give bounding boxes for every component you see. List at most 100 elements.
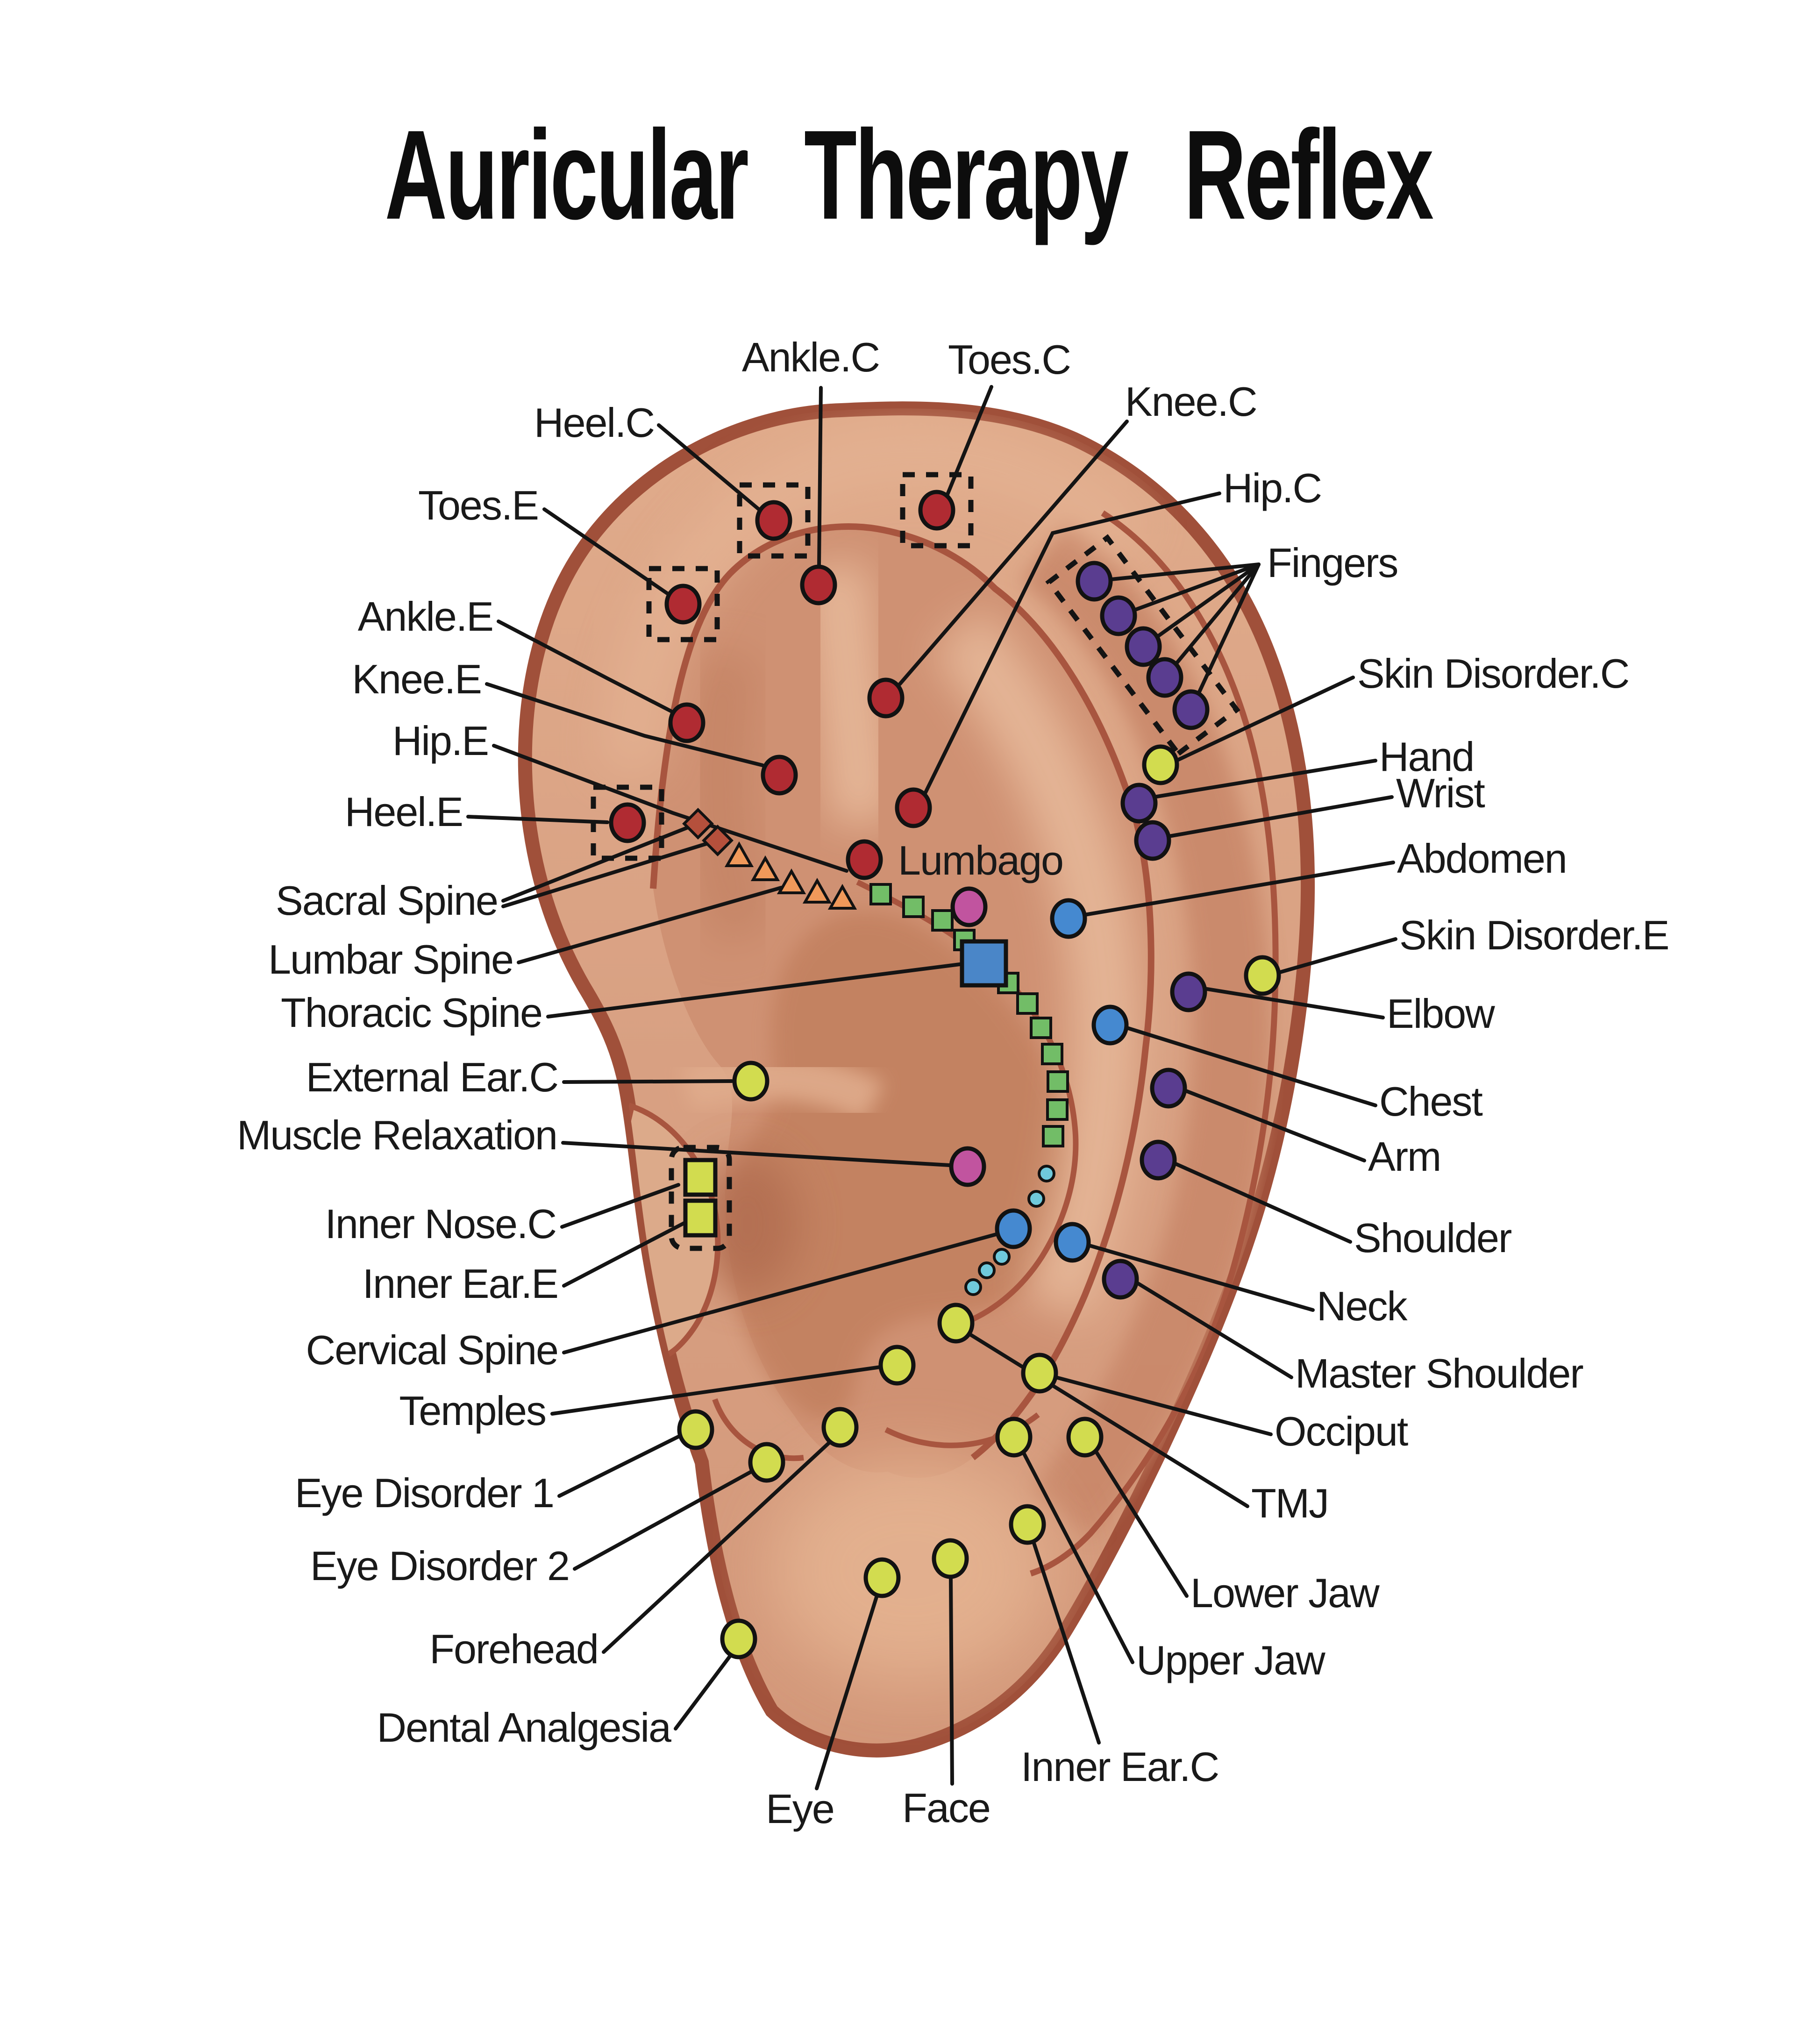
dashed-box-heel-c [737, 482, 811, 559]
leader-forehead [602, 1439, 833, 1654]
label-chest: Chest [1379, 1078, 1482, 1125]
marker-knee-e [761, 755, 798, 796]
label-temples: Temples [399, 1388, 546, 1434]
label-skin-disorder-c: Skin Disorder.C [1357, 650, 1629, 697]
leader-hand [1152, 759, 1377, 799]
marker-muscle-relaxation [949, 1146, 986, 1187]
cervical-spine-dot [964, 1278, 982, 1296]
sacral-spine-diamond [702, 825, 734, 856]
page-title: Auricular Therapy Reflex [385, 104, 1433, 246]
marker-hand [1120, 783, 1158, 824]
marker-upper-jaw [995, 1417, 1033, 1458]
leader-cervical-spine [562, 1232, 998, 1354]
label-external-ear-c: External Ear.C [306, 1054, 558, 1100]
cervical-spine-dot [978, 1261, 996, 1279]
marker-inner-ear-c [1009, 1504, 1046, 1545]
marker-fingers [1172, 689, 1210, 730]
fossa-shadow [685, 648, 777, 948]
marker-inner-nose-c [683, 1158, 718, 1197]
label-lumbar-spine: Lumbar Spine [268, 936, 513, 983]
marker-forehead [821, 1407, 859, 1448]
leader-chest [1125, 1026, 1377, 1107]
marker-external-ear-c [732, 1061, 770, 1102]
marker-wrist [1134, 820, 1171, 861]
marker-skin-disorder-c [1142, 744, 1179, 785]
label-ankle-e: Ankle.E [358, 593, 493, 640]
marker-knee-c [867, 677, 905, 719]
ear-canal-shadow [696, 1154, 799, 1294]
leader-external-ear-c [562, 1079, 734, 1084]
leader-tmj [968, 1332, 1249, 1508]
leader-eye [815, 1592, 879, 1790]
label-hip-e: Hip.E [392, 718, 488, 764]
thoracic-spine-square [931, 909, 954, 932]
leader-toes-c [946, 385, 993, 496]
leader-ankle-e [497, 620, 673, 713]
leader-skin-disorder-c [1175, 676, 1355, 762]
marker-chest [1091, 1004, 1129, 1046]
leader-fingers [1133, 563, 1261, 612]
leader-face [949, 1575, 954, 1786]
spine-marks [682, 808, 1069, 1296]
thoracic-spine-square [869, 883, 892, 905]
label-eye-disorder-2: Eye Disorder 2 [310, 1543, 569, 1589]
helix-rim-highlight [603, 426, 1150, 772]
leader-toes-e [542, 507, 669, 595]
marker-eye-disorder-2 [748, 1442, 785, 1483]
leader-fingers [1156, 563, 1261, 638]
antihelix-ridge [931, 608, 1141, 1321]
thoracic-spine-square [1041, 1043, 1063, 1065]
marker-heel-c [755, 500, 792, 541]
leader-lines [466, 385, 1397, 1790]
label-inner-nose-c: Inner Nose.C [325, 1201, 556, 1247]
lumbar-spine-triangle [827, 883, 857, 910]
marker-face [932, 1538, 969, 1579]
leader-muscle-relaxation [561, 1141, 951, 1167]
lumbar-spine-triangle [750, 855, 780, 881]
leader-fingers [1197, 563, 1261, 696]
leader-wrist [1167, 795, 1394, 838]
leader-eye-disorder-2 [573, 1468, 756, 1571]
marker-arm [1150, 1068, 1187, 1109]
dashed-box-toes-c [900, 472, 974, 548]
marker-fingers [1100, 595, 1137, 636]
marker-fingers [1125, 626, 1162, 667]
label-cervical-spine: Cervical Spine [306, 1327, 558, 1373]
label-arm: Arm [1368, 1133, 1440, 1180]
dashed-box-toes-e [646, 566, 720, 642]
thoracic-spine-point [960, 939, 1008, 988]
label-toes-e: Toes.E [418, 482, 538, 528]
label-muscle-relaxation: Muscle Relaxation [237, 1112, 557, 1158]
marker-heel-e [609, 802, 646, 843]
label-neck: Neck [1317, 1283, 1408, 1329]
thoracic-spine-square [1016, 992, 1039, 1015]
marker-unlabeled-point [950, 886, 988, 927]
label-occiput: Occiput [1275, 1408, 1408, 1454]
label-upper-jaw: Upper Jaw [1136, 1637, 1325, 1683]
leader-heel-c [657, 423, 761, 511]
label-toes-c: Toes.C [948, 336, 1070, 383]
label-abdomen: Abdomen [1397, 835, 1567, 882]
marker-toes-e [664, 584, 702, 625]
label-face: Face [902, 1785, 990, 1831]
leader-eye-disorder-1 [557, 1433, 683, 1498]
leader-inner-nose-c [560, 1183, 680, 1229]
marker-eye-disorder-1 [677, 1409, 714, 1450]
leader-hip-c [923, 491, 1221, 795]
lumbar-spine-triangle [802, 877, 832, 904]
label-tmj: TMJ [1251, 1480, 1328, 1526]
leader-skin-disorder-e [1276, 937, 1397, 975]
marker-temples [878, 1345, 916, 1386]
thoracic-spine-square [902, 896, 925, 918]
leader-abdomen [1083, 861, 1395, 917]
leader-thoracic-spine [546, 962, 962, 1018]
label-wrist: Wrist [1396, 770, 1485, 816]
label-skin-disorder-e: Skin Disorder.E [1399, 912, 1668, 958]
cervical-spine-dot [1027, 1190, 1045, 1208]
lobe-highlight [771, 1458, 1051, 1682]
label-inner-ear-e: Inner Ear.E [363, 1261, 558, 1307]
leader-lumbar-spine [517, 886, 783, 964]
superior-crus-ridge [806, 562, 893, 826]
